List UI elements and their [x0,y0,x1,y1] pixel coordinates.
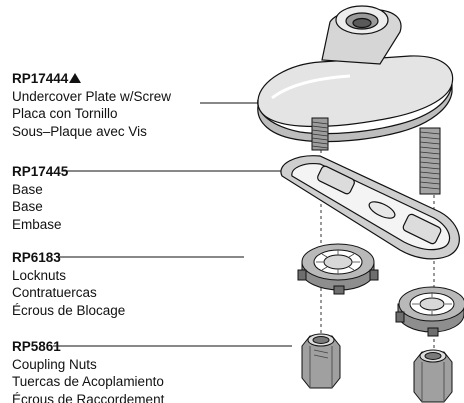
description-english: Undercover Plate w/Screw [12,88,172,104]
description-english: Locknuts [12,267,67,283]
callout-rp17444: RP17444 Undercover Plate w/Screw Placa c… [12,70,171,140]
part-number: RP17445 [12,164,69,179]
part-number: RP17444 [12,71,69,86]
coupling-nut-right [413,349,453,403]
description-french: Écrous de Raccordement [12,391,165,403]
callout-rp17445: RP17445 Base Base Embase [12,163,68,233]
description-french: Embase [12,216,62,232]
callout-rp6183: RP6183 Locknuts Contratuercas Écrous de … [12,249,125,319]
warning-triangle-icon [69,73,82,83]
description-spanish: Tuercas de Acoplamiento [12,374,164,389]
description-french: Écrous de Blocage [12,302,126,318]
description-french: Sous–Plaque avec Vis [12,123,147,139]
coupling-nut-left [301,333,341,389]
left-shank [311,117,329,151]
locknut-right [395,286,464,337]
description-english: Coupling Nuts [12,356,97,372]
part-number: RP5861 [12,339,61,354]
locknut-left [297,243,379,295]
faucet-body [257,5,454,143]
description-spanish: Contratuercas [12,285,97,300]
base-gasket [280,155,460,260]
callout-rp5861: RP5861 Coupling Nuts Tuercas de Acoplami… [12,338,164,403]
description-spanish: Placa con Tornillo [12,106,118,121]
description-english: Base [12,181,43,197]
part-number: RP6183 [12,250,61,265]
description-spanish: Base [12,199,43,214]
right-shank [419,127,441,195]
